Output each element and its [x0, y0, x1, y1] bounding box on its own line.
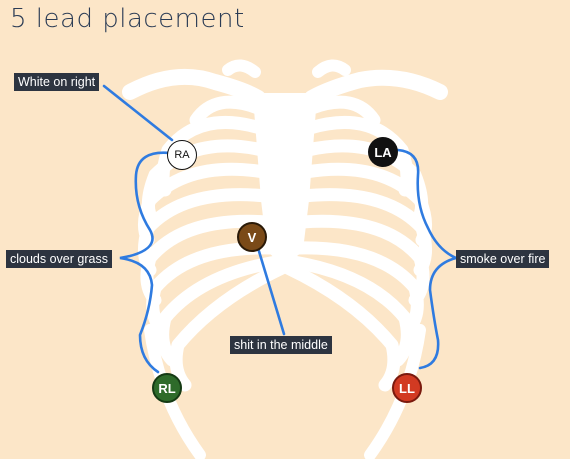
annotation-white-on-right: White on right: [14, 73, 100, 91]
clavicle-left: [304, 69, 448, 106]
lead-ra: RA: [167, 140, 197, 170]
lead-v: V: [237, 222, 267, 252]
lead-rl-label: RL: [158, 380, 176, 396]
lead-ll: LL: [392, 373, 422, 403]
lead-la-label: LA: [374, 144, 392, 160]
wire-white-on-right: [102, 84, 174, 142]
lead-ra-label: RA: [174, 149, 190, 161]
annotation-middle: shit in the middle: [230, 336, 332, 354]
ribs-left: [281, 95, 432, 392]
lead-la: LA: [368, 137, 398, 167]
wire-middle: [256, 246, 286, 336]
annotation-smoke-over-fire: smoke over fire: [456, 250, 550, 268]
annotation-clouds-over-grass: clouds over grass: [6, 250, 112, 268]
page-title: 5 lead placement: [10, 4, 245, 34]
lead-v-label: V: [247, 229, 257, 245]
lead-rl: RL: [152, 373, 182, 403]
lead-ll-label: LL: [399, 380, 415, 396]
wire-clouds-over-grass: [119, 151, 172, 374]
clavicle-right: [122, 68, 266, 106]
